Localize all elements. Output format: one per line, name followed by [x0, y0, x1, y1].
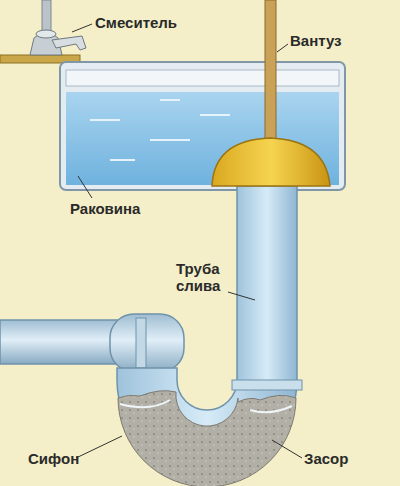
drain-pipe-label: Труба слива — [176, 260, 232, 294]
clog-label: Засор — [304, 450, 348, 467]
siphon-label: Сифон — [28, 450, 79, 467]
sink-label: Раковина — [70, 200, 140, 217]
plunger-label: Вантуз — [290, 32, 342, 49]
faucet-label: Смеситель — [95, 14, 177, 31]
